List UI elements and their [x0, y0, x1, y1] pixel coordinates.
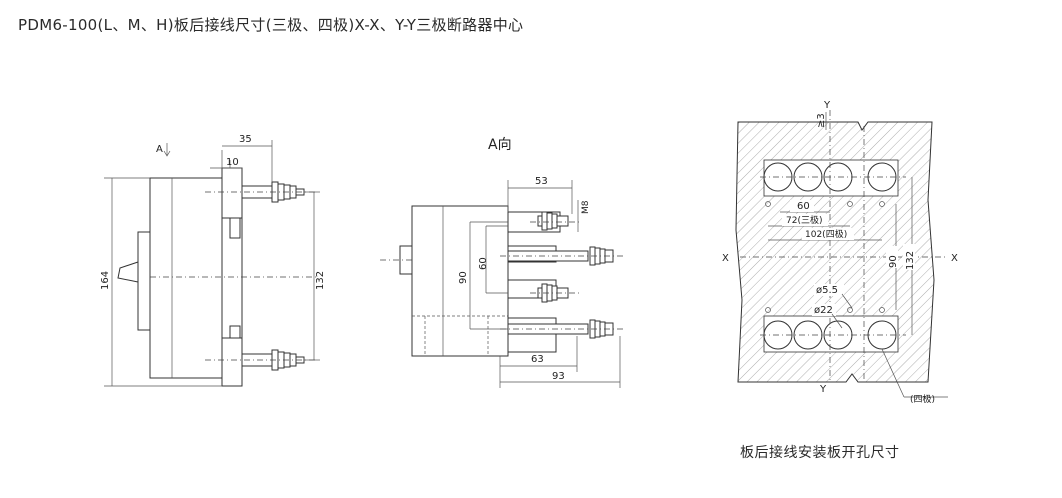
- dim-90: 90: [458, 271, 469, 284]
- dim-132: 132: [315, 271, 326, 290]
- side-view: A: [100, 134, 326, 387]
- dim-90-cutout: 90: [888, 255, 899, 268]
- breaker-handle: [117, 261, 139, 283]
- axis-y-top: Y: [823, 100, 831, 111]
- dim-63: 63: [531, 354, 544, 365]
- cutout-caption: 板后接线安装板开孔尺寸: [740, 445, 900, 461]
- dim-132-cutout: 132: [905, 251, 916, 270]
- dim-72: 72(三极): [786, 214, 822, 226]
- cutout-view: X X Y Y ≥3 60 72(三极) 102(四极) 90 132 ø5.5…: [722, 100, 958, 405]
- breaker-body: [149, 177, 223, 379]
- a-view-label: A向: [488, 137, 512, 153]
- page-title: PDM6-100(L、M、H)板后接线尺寸(三极、四极)X-X、Y-Y三极断路器…: [18, 16, 524, 34]
- note-four-pole: (四极): [910, 393, 935, 405]
- dim-m8: M8: [581, 200, 591, 214]
- axis-x-left: X: [722, 253, 729, 264]
- dim-60-cutout: 60: [797, 201, 810, 212]
- dim-10: 10: [226, 157, 239, 168]
- dim-102: 102(四极): [805, 228, 847, 240]
- dim-ge3: ≥3: [816, 113, 827, 128]
- a-view-stud-1: [537, 211, 569, 231]
- a-view: A向: [380, 137, 625, 388]
- dim-60: 60: [478, 257, 489, 270]
- axis-x-right: X: [951, 253, 958, 264]
- dim-93: 93: [552, 371, 565, 382]
- dim-d22: ø22: [814, 305, 833, 316]
- axis-y-bottom: Y: [819, 384, 827, 395]
- dim-53: 53: [535, 176, 548, 187]
- dim-164: 164: [100, 271, 111, 290]
- a-view-stud-4: [507, 319, 614, 339]
- dim-d5-5: ø5.5: [816, 285, 838, 296]
- dim-35: 35: [239, 134, 252, 145]
- view-arrow-label: A: [156, 144, 163, 155]
